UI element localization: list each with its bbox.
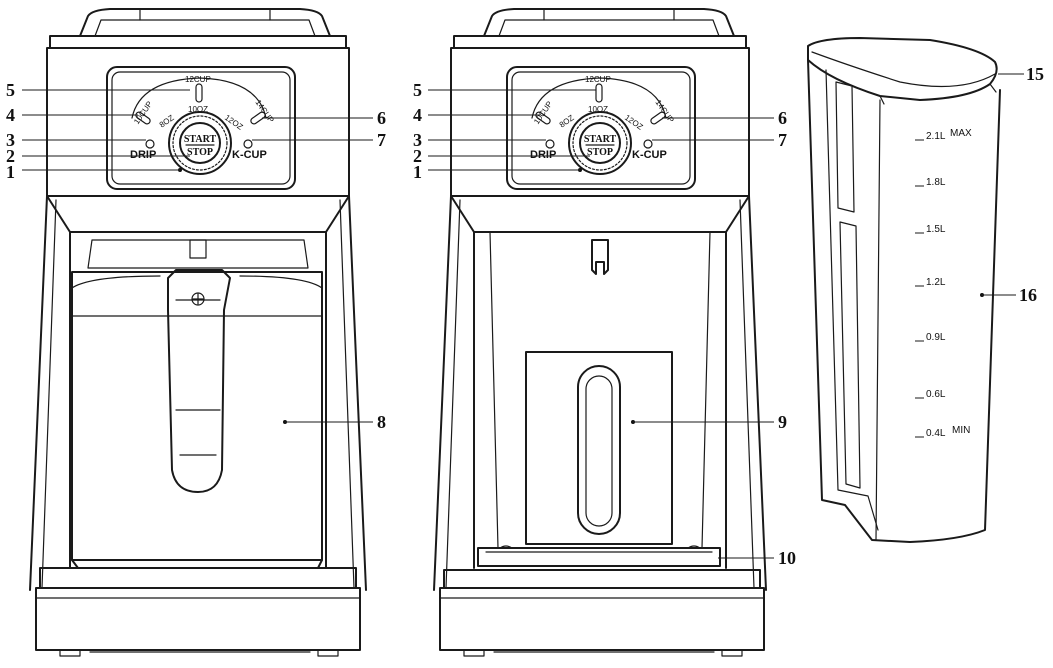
indicator-12cup [195,83,203,103]
machine-with-carafe-view: 12CUP 10CUP 14CUP 8OZ 10OZ 12OZ DRIP K-C… [29,8,367,657]
callout-numbers: 5 4 3 2 1 6 7 8 5 4 3 2 1 6 7 9 10 15 16 [6,64,1044,568]
carafe-handle [167,269,231,493]
kcup-holder [525,351,673,545]
callout-9: 9 [778,412,787,432]
label-10oz-2: 10OZ [588,105,608,114]
callout-3-left: 3 [6,130,15,150]
label-drip: DRIP [130,149,156,161]
carafe [71,271,323,561]
brew-head [87,239,309,269]
indicator-kcup-2 [643,139,653,149]
start-label-2: START [584,134,617,145]
label-kcup: K-CUP [232,149,267,161]
callout-6-left: 6 [377,108,386,128]
callout-1-left: 1 [6,162,15,182]
callout-2-left: 2 [6,146,15,166]
machine-top-rim-2 [453,35,747,49]
label-drip-2: DRIP [530,149,556,161]
callout-4-left: 4 [6,105,15,125]
scale-max-label: MAX [950,128,972,139]
scale-1.2: 1.2L [926,277,946,288]
scale-min-label: MIN [952,425,970,436]
machine-frame-2 [450,195,750,569]
callout-4-mid: 4 [413,105,422,125]
callout-2-mid: 2 [413,146,422,166]
stop-label: STOP [187,147,213,158]
reservoir-lid [807,37,998,101]
machine-lid-2 [483,8,735,37]
callout-3-mid: 3 [413,130,422,150]
indicator-drip-2 [545,139,555,149]
water-reservoir-view: 2.1L MAX 1.8L 1.5L 1.2L 0.9L 0.6L 0.4L M… [807,37,1001,543]
drip-tray [477,547,721,567]
stop-label-2: STOP [587,147,613,158]
callout-leaders [22,73,1024,559]
indicator-14cup-2 [650,111,666,125]
indicator-kcup [243,139,253,149]
callout-5-mid: 5 [413,80,422,100]
label-12oz-2: 12OZ [623,113,645,132]
machine-head-2 [450,47,750,197]
drip-tray-base-2 [443,569,761,589]
callout-15: 15 [1026,64,1044,84]
drip-tray-base [39,567,357,589]
start-stop-dial[interactable] [168,111,232,175]
label-12cup-2: 12CUP [585,75,611,84]
label-12oz: 12OZ [223,113,245,132]
indicator-12cup-2 [595,83,603,103]
machine-lid [79,8,331,37]
callout-7-mid: 7 [778,130,787,150]
machine-with-kcup-holder-view: 12CUP 10CUP 14CUP 8OZ 10OZ 12OZ DRIP K-C… [433,8,767,657]
start-stop-dial-2[interactable] [568,111,632,175]
machine-top-rim [49,35,347,49]
callout-5-left: 5 [6,80,15,100]
label-12cup: 12CUP [185,75,211,84]
start-stop-button-2[interactable] [579,122,621,164]
callout-1-mid: 1 [413,162,422,182]
machine-base-2 [439,587,765,651]
reservoir-body [807,59,1001,543]
callout-16: 16 [1019,285,1037,305]
indicator-drip [145,139,155,149]
label-10oz: 10OZ [188,105,208,114]
machine-base [35,587,361,651]
machine-head [46,47,350,197]
control-panel [106,66,296,190]
callout-10: 10 [778,548,796,568]
label-14cup: 14CUP [253,98,275,124]
callout-6-mid: 6 [778,108,787,128]
label-kcup-2: K-CUP [632,149,667,161]
brew-spout [591,239,609,275]
callout-7-left: 7 [377,130,386,150]
indicator-10cup-2 [535,111,551,125]
control-panel-2 [506,66,696,190]
scale-0.9: 0.9L [926,332,946,343]
start-label: START [184,134,217,145]
callout-8: 8 [377,412,386,432]
indicator-10cup [135,111,151,125]
kcup-holder-slot [577,365,621,535]
scale-1.8: 1.8L [926,177,946,188]
scale-min-value: 0.4L [926,428,946,439]
label-14cup-2: 14CUP [653,98,675,124]
indicator-14cup [250,111,266,125]
machine-frame [46,195,350,569]
start-stop-button[interactable] [179,122,221,164]
scale-max-value: 2.1L [926,131,946,142]
scale-0.6: 0.6L [926,389,946,400]
scale-1.5: 1.5L [926,224,946,235]
